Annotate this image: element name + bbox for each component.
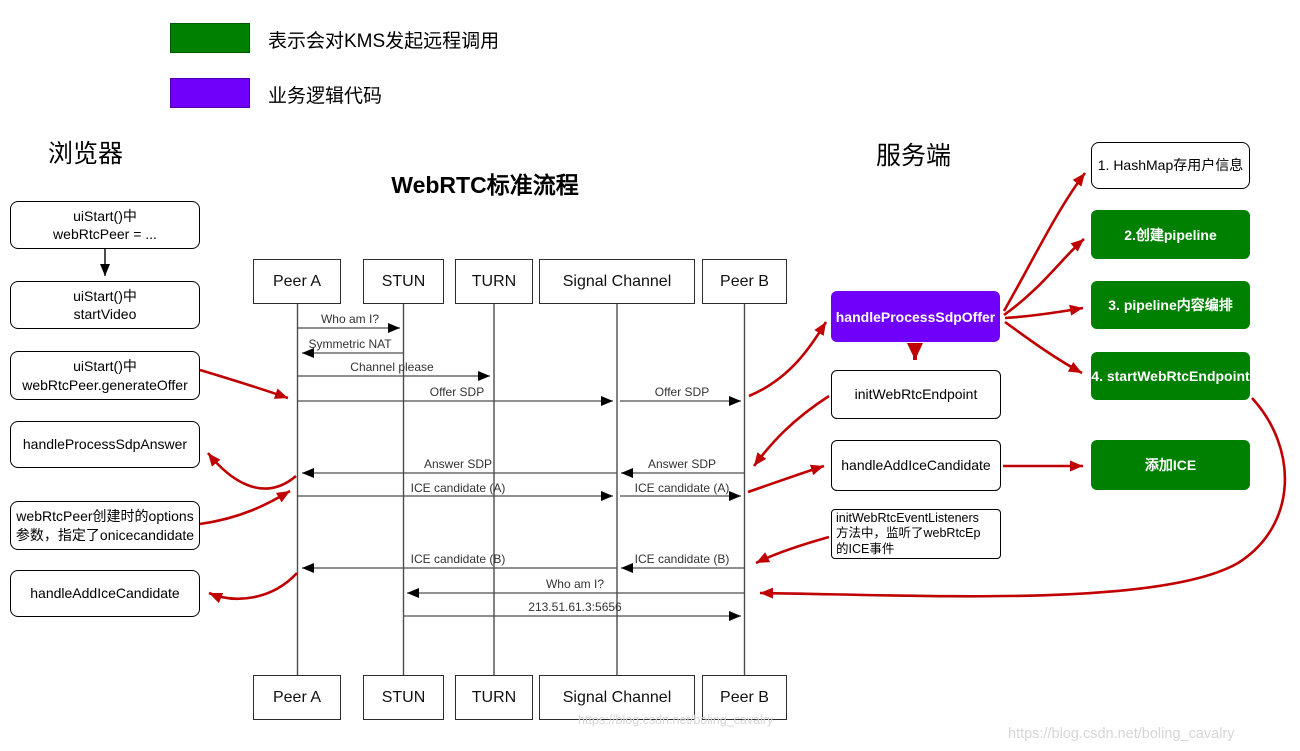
participant-bottom-peer-b: Peer B <box>702 675 787 720</box>
message-label-who-am-i-2: Who am I? <box>545 577 605 591</box>
message-label-ice-b-2: ICE candidate (B) <box>634 552 730 566</box>
legend-kms-label: 表示会对KMS发起远程调用 <box>268 31 500 52</box>
browser-box-uistart-webrtcpeer: uiStart()中 webRtcPeer = ... <box>10 201 200 249</box>
step-box-pipeline-content: 3. pipeline内容编排 <box>1091 281 1250 329</box>
red-icecandidate-a-to-handleaddice-server <box>747 464 825 494</box>
server-box-initwebrtceventlisteners: initWebRtcEventListeners 方法中，监听了webRtcEp… <box>831 509 1001 559</box>
red-fan-to-startwebrtcendpoint <box>1004 320 1083 375</box>
browser-box-generateoffer: uiStart()中 webRtcPeer.generateOffer <box>10 351 200 400</box>
browser-header: 浏览器 <box>48 140 124 168</box>
watermark-center: https://blog.csdn.net/boling_cavalry <box>578 713 774 727</box>
step-box-create-pipeline: 2.创建pipeline <box>1091 210 1250 259</box>
message-label-who-am-i-1: Who am I? <box>320 312 380 326</box>
step-box-startwebrtcendpoint: 4. startWebRtcEndpoint <box>1091 352 1250 400</box>
message-arrows <box>298 323 744 621</box>
message-label-ice-b-1: ICE candidate (B) <box>410 552 506 566</box>
red-offersdp-to-handleprocesssdpoffer <box>748 321 828 398</box>
red-answersdp-to-handleprocesssdpanswer <box>206 452 297 490</box>
browser-box-options-onicecandidate: webRtcPeer创建时的options 参数，指定了onicecandida… <box>10 501 200 550</box>
participant-top-turn: TURN <box>455 259 533 304</box>
red-initwebrtc-to-answersdp <box>752 394 830 467</box>
red-fan-to-create-pipeline <box>1003 238 1085 317</box>
browser-box-uistart-startvideo: uiStart()中 startVideo <box>10 281 200 329</box>
server-box-initwebrtcendpoint: initWebRtcEndpoint <box>831 370 1001 419</box>
participant-top-signal-channel: Signal Channel <box>539 259 695 304</box>
message-label-answer-sdp-1: Answer SDP <box>423 457 493 471</box>
message-label-channel-please: Channel please <box>350 360 434 374</box>
server-header: 服务端 <box>876 142 952 170</box>
participant-bottom-peer-a: Peer A <box>253 675 341 720</box>
server-box-handleprocesssdpoffer: handleProcessSdpOffer <box>831 291 1000 342</box>
watermark-bottom-right: https://blog.csdn.net/boling_cavalry <box>1008 726 1235 742</box>
participant-top-stun: STUN <box>363 259 444 304</box>
red-fan-to-pipeline-content <box>1004 304 1084 320</box>
participant-bottom-stun: STUN <box>363 675 444 720</box>
red-fan-to-hashmap <box>1002 172 1087 312</box>
legend-logic-label: 业务逻辑代码 <box>268 86 383 107</box>
browser-box-handleaddicecandidate: handleAddIceCandidate <box>10 570 200 617</box>
lifelines <box>296 303 746 675</box>
red-startwebrtc-to-whoami <box>759 397 1287 599</box>
red-listeners-to-icecandidate-b <box>755 535 830 565</box>
red-options-to-icecandidate-a <box>199 489 291 526</box>
legend-logic-swatch <box>170 78 250 108</box>
red-icecandidate-b-to-handleaddice <box>208 572 298 604</box>
browser-box-handleprocesssdpanswer: handleProcessSdpAnswer <box>10 421 200 468</box>
server-box-handleaddicecandidate: handleAddIceCandidate <box>831 440 1001 491</box>
message-label-answer-sdp-2: Answer SDP <box>647 457 717 471</box>
step-box-add-ice: 添加ICE <box>1091 440 1250 490</box>
message-label-ice-a-2: ICE candidate (A) <box>634 481 730 495</box>
message-label-offer-sdp-1: Offer SDP <box>429 385 485 399</box>
participant-bottom-turn: TURN <box>455 675 533 720</box>
participant-top-peer-a: Peer A <box>253 259 341 304</box>
red-connectors <box>199 172 1287 604</box>
message-label-address: 213.51.61.3:5656 <box>528 600 622 614</box>
legend-kms-swatch <box>170 23 250 53</box>
participant-top-peer-b: Peer B <box>702 259 787 304</box>
participant-bottom-signal-channel: Signal Channel <box>539 675 695 720</box>
message-label-ice-a-1: ICE candidate (A) <box>410 481 506 495</box>
message-label-symmetric-nat: Symmetric NAT <box>308 337 392 351</box>
message-label-offer-sdp-2: Offer SDP <box>654 385 710 399</box>
step-box-hashmap: 1. HashMap存用户信息 <box>1091 142 1250 189</box>
red-generateoffer-to-peera <box>199 368 289 400</box>
diagram-title: WebRTC标准流程 <box>391 172 579 198</box>
